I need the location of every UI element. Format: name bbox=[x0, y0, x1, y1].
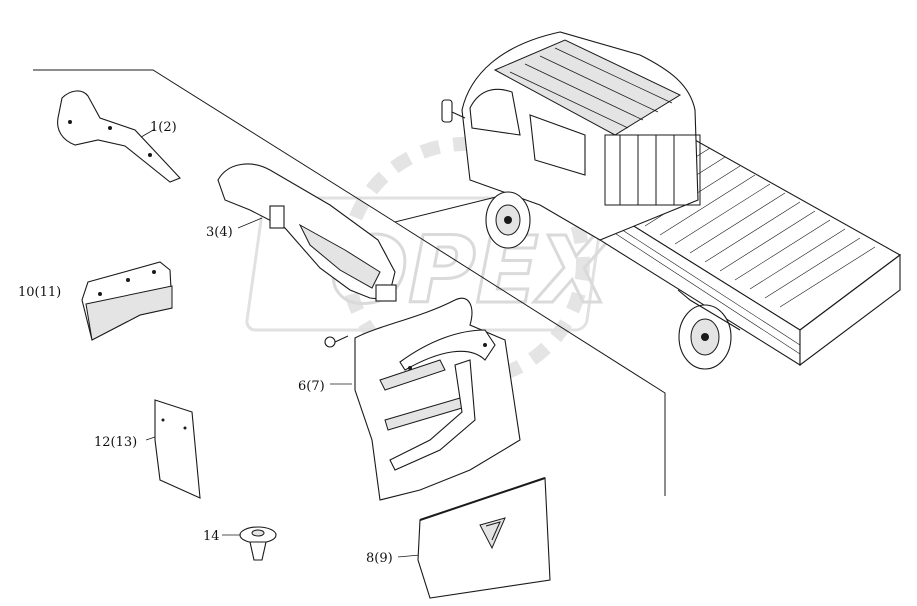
callout-8-9: 8(9) bbox=[366, 551, 393, 566]
callout-12-13: 12(13) bbox=[94, 435, 137, 450]
part-inner-panel-3 bbox=[217, 163, 397, 348]
callout-3-4: 3(4) bbox=[206, 225, 233, 240]
part-rubber-flap-12 bbox=[154, 399, 201, 499]
part-bracket-1 bbox=[57, 90, 181, 183]
rear-wheel bbox=[678, 304, 732, 370]
callout-14: 14 bbox=[203, 529, 220, 544]
part-flap-10 bbox=[81, 261, 173, 341]
callout-1-2: 1(2) bbox=[150, 120, 177, 135]
leader-lines bbox=[33, 69, 666, 558]
part-clip-14 bbox=[239, 526, 277, 561]
callout-10-11: 10(11) bbox=[18, 285, 61, 300]
callout-6-7: 6(7) bbox=[298, 379, 325, 394]
truck-illustration bbox=[441, 31, 902, 370]
part-mudflap-8 bbox=[417, 477, 551, 599]
callout-labels: 1(2) 3(4) 10(11) 6(7) 12(13) 14 8(9) bbox=[18, 120, 393, 566]
part-liner-6 bbox=[354, 297, 521, 501]
front-wheel bbox=[485, 191, 531, 249]
